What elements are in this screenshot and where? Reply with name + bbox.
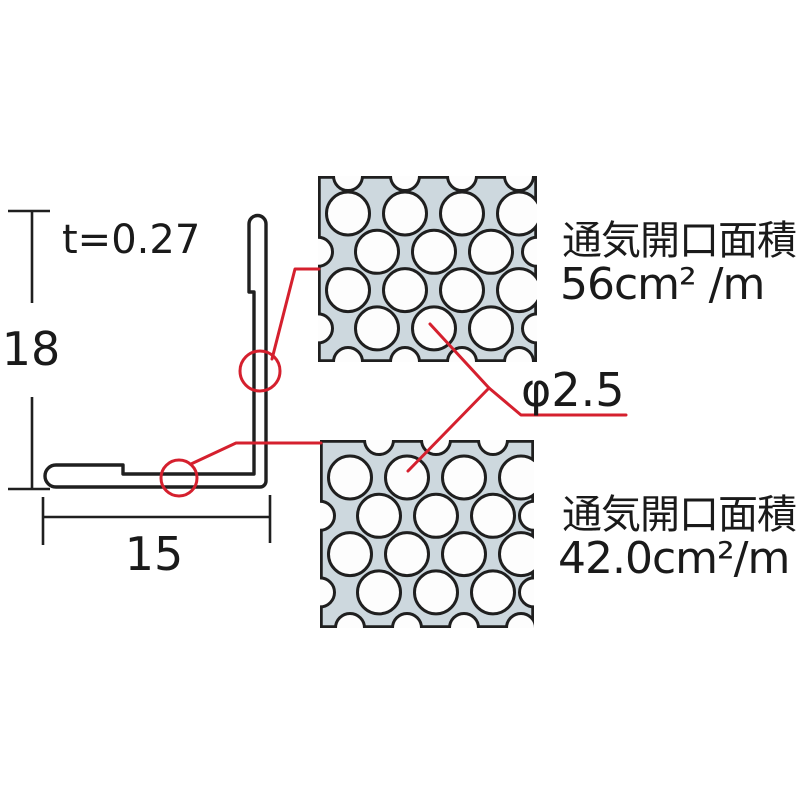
- edge-notch: [477, 440, 509, 456]
- perforation-hole: [439, 267, 485, 314]
- perforation-hole: [468, 305, 514, 352]
- callout-circle-upper: [238, 349, 282, 393]
- height-dimension-label: 18: [2, 322, 61, 376]
- perforation-hole: [470, 569, 516, 616]
- edge-notch: [446, 176, 478, 192]
- edge-notch: [503, 176, 535, 192]
- edge-notch: [503, 346, 535, 362]
- panel-bottom-caption-title: 通気開口面積: [562, 492, 796, 538]
- perforation-hole: [327, 454, 373, 501]
- perforation-hole: [496, 267, 537, 314]
- perforation-hole: [325, 267, 371, 314]
- panel-bottom-caption-value: 42.0cm²/m: [558, 533, 789, 584]
- perforation-hole: [439, 190, 485, 237]
- edge-notch: [332, 176, 364, 192]
- panel-top-caption-title: 通気開口面積: [562, 218, 796, 264]
- perforation-hole: [498, 454, 534, 501]
- edge-notch: [320, 576, 336, 609]
- hole-diameter-label: φ2.5: [521, 363, 625, 417]
- edge-notch: [521, 235, 537, 268]
- edge-notch: [389, 176, 421, 192]
- perforation-hole: [441, 454, 487, 501]
- edge-notch: [505, 612, 534, 628]
- perforation-hole: [327, 531, 373, 578]
- perforation-hole: [356, 492, 402, 539]
- edge-notch: [389, 346, 421, 362]
- perforation-hole: [384, 531, 430, 578]
- panel-bottom-caption: 通気開口面積 42.0cm²/m: [558, 492, 797, 584]
- callout-leader-lower: [189, 441, 323, 466]
- perforation-hole: [325, 190, 371, 237]
- edge-notch: [318, 312, 334, 345]
- perforation-hole: [354, 228, 400, 275]
- perforation-hole: [354, 305, 400, 352]
- edge-notch: [518, 576, 534, 609]
- callout-annotations: [159, 267, 628, 498]
- edge-notch: [518, 499, 534, 532]
- perforation-hole: [468, 228, 514, 275]
- perforation-hole: [356, 569, 402, 616]
- perforation-hole: [382, 267, 428, 314]
- perforated-panel-top: [318, 176, 537, 362]
- perforation-hole: [413, 492, 459, 539]
- width-dimension-label: 15: [125, 527, 184, 581]
- edge-notch: [334, 612, 366, 628]
- edge-notch: [318, 235, 334, 268]
- edge-notch: [521, 312, 537, 345]
- edge-notch: [391, 612, 423, 628]
- perforated-panel-bottom: [320, 440, 534, 628]
- edge-notch: [448, 612, 480, 628]
- perforation-hole: [413, 569, 459, 616]
- callout-circle-lower: [159, 458, 199, 498]
- hole-diameter-leader-2: [406, 386, 491, 473]
- perforation-hole: [498, 531, 534, 578]
- edge-notch: [446, 346, 478, 362]
- perforation-hole: [411, 228, 457, 275]
- panel-top-caption: 通気開口面積 56cm² /m: [560, 218, 797, 310]
- hole-diameter-leader: [428, 322, 628, 417]
- dimension-width: 15: [41, 495, 272, 581]
- perforation-hole: [384, 454, 430, 501]
- thickness-label: t=0.27: [62, 217, 200, 263]
- perforation-hole: [382, 190, 428, 237]
- callout-leader-upper: [270, 267, 321, 361]
- edge-notch: [332, 346, 364, 362]
- panel-top-caption-value: 56cm² /m: [560, 259, 764, 310]
- perforation-hole: [441, 531, 487, 578]
- perforation-hole: [496, 190, 537, 237]
- edge-notch: [363, 440, 395, 456]
- edge-notch: [320, 499, 336, 532]
- angle-profile-outline: [43, 213, 268, 489]
- dimension-height: 18: [2, 209, 61, 491]
- perforation-hole: [470, 492, 516, 539]
